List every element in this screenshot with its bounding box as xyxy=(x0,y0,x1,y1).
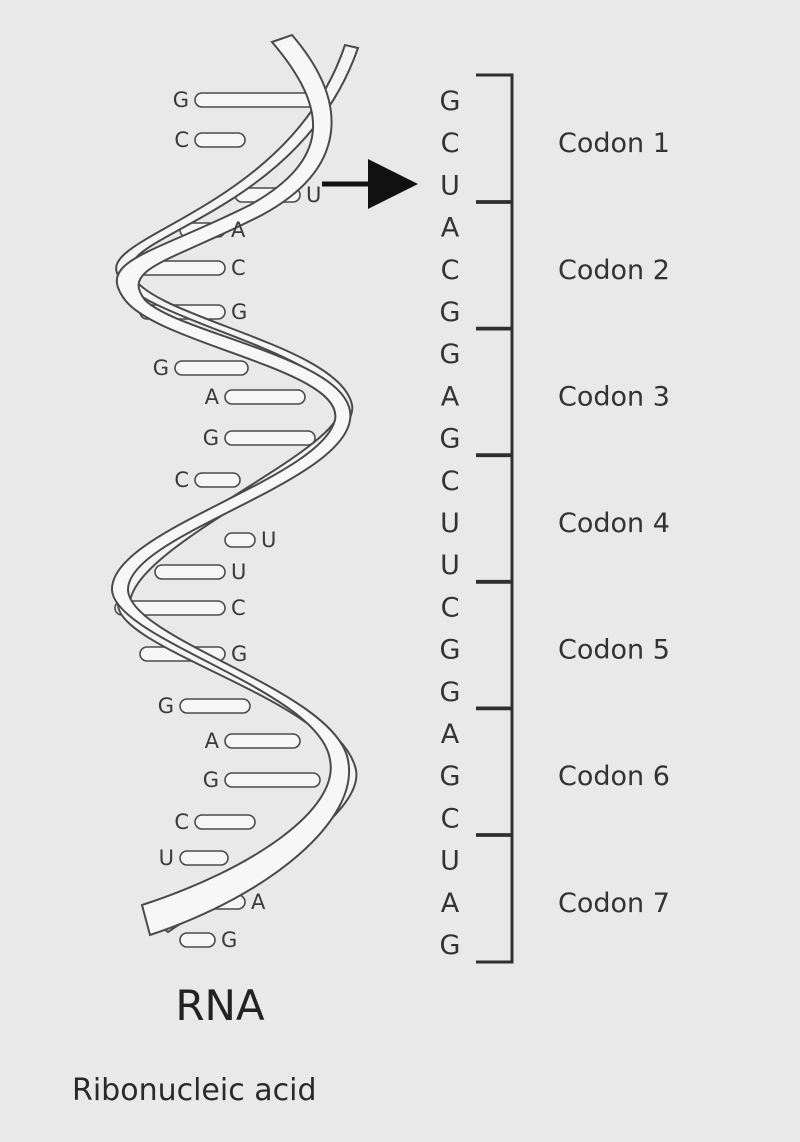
codon-base-letter: C xyxy=(441,128,460,159)
helix-base-label: C xyxy=(174,810,189,834)
codon-base-letter: C xyxy=(441,466,460,497)
helix-rung xyxy=(224,772,321,788)
helix-base-label: G xyxy=(231,642,247,666)
helix-base-label: C xyxy=(231,596,246,620)
codon-base-letter: G xyxy=(440,635,461,666)
helix-base-label: U xyxy=(306,183,321,207)
codon-bracket xyxy=(476,200,514,331)
codon-base-letter: U xyxy=(440,550,460,581)
helix-rung xyxy=(179,850,229,866)
helix-base-label: G xyxy=(203,768,219,792)
codon-bracket xyxy=(476,706,514,837)
codon-base-letter: C xyxy=(441,255,460,286)
codon-base-letter: A xyxy=(441,381,460,412)
codon-base-letter: G xyxy=(440,86,461,117)
helix-rung xyxy=(154,564,226,580)
codon-base-letter: G xyxy=(440,761,461,792)
helix-base-label: G xyxy=(173,88,189,112)
codon-label: Codon 2 xyxy=(558,255,670,286)
codon-label: Codon 1 xyxy=(558,128,670,159)
helix-rung xyxy=(224,532,256,548)
codon-bracket xyxy=(476,833,514,964)
codon-base-letter: A xyxy=(441,719,460,750)
helix-rung xyxy=(179,698,251,714)
helix-front-strand xyxy=(110,33,352,937)
helix-base-label: A xyxy=(205,729,220,753)
codon-base-letter: G xyxy=(440,677,461,708)
helix-base-label: C xyxy=(174,128,189,152)
helix-rung xyxy=(224,430,316,446)
helix-rung xyxy=(179,932,216,948)
helix-base-label: G xyxy=(153,356,169,380)
codon-base-letter: G xyxy=(440,930,461,961)
codon-bracket xyxy=(476,579,514,711)
helix-base-label: U xyxy=(231,560,246,584)
helix-rung xyxy=(194,472,241,488)
codon-base-letter: G xyxy=(440,339,461,370)
codon-base-letter: C xyxy=(441,803,460,834)
codon-bracket xyxy=(476,73,514,204)
helix-rung xyxy=(174,360,249,376)
codon-label: Codon 4 xyxy=(558,508,670,539)
helix-base-label: A xyxy=(231,218,246,242)
codon-base-letter: G xyxy=(440,424,461,455)
helix-base-label: G xyxy=(231,300,247,324)
helix-rung xyxy=(114,600,226,616)
helix-rung xyxy=(224,389,306,405)
helix-rung xyxy=(194,132,246,148)
codon-label: Codon 3 xyxy=(558,381,670,412)
helix-base-label: U xyxy=(159,846,174,870)
codon-base-letter: G xyxy=(440,297,461,328)
helix-base-label: A xyxy=(251,890,266,914)
codon-base-letter: U xyxy=(440,508,460,539)
codon-bracket xyxy=(476,453,514,584)
diagram-subtitle: Ribonucleic acid xyxy=(72,1073,317,1108)
helix-base-label: G xyxy=(221,928,237,952)
codon-label: Codon 5 xyxy=(558,635,670,666)
helix-base-label: G xyxy=(203,426,219,450)
helix-base-label: A xyxy=(205,385,220,409)
helix-rung xyxy=(224,733,301,749)
helix-base-label: C xyxy=(174,468,189,492)
codon-base-letter: U xyxy=(440,846,460,877)
codon-base-letter: U xyxy=(440,170,460,201)
helix-backbone xyxy=(110,33,360,937)
codon-label: Codon 7 xyxy=(558,888,670,919)
codon-bracket xyxy=(476,326,514,458)
codon-base-letter: A xyxy=(441,888,460,919)
diagram-title: RNA xyxy=(175,981,265,1030)
codon-label: Codon 6 xyxy=(558,761,670,792)
helix-rung xyxy=(194,92,321,108)
codon-base-letter: A xyxy=(441,213,460,244)
helix-rung xyxy=(194,814,256,830)
helix-base-label: U xyxy=(261,528,276,552)
helix-base-label: C xyxy=(231,256,246,280)
codon-base-letter: C xyxy=(441,592,460,623)
helix-base-label: G xyxy=(158,694,174,718)
